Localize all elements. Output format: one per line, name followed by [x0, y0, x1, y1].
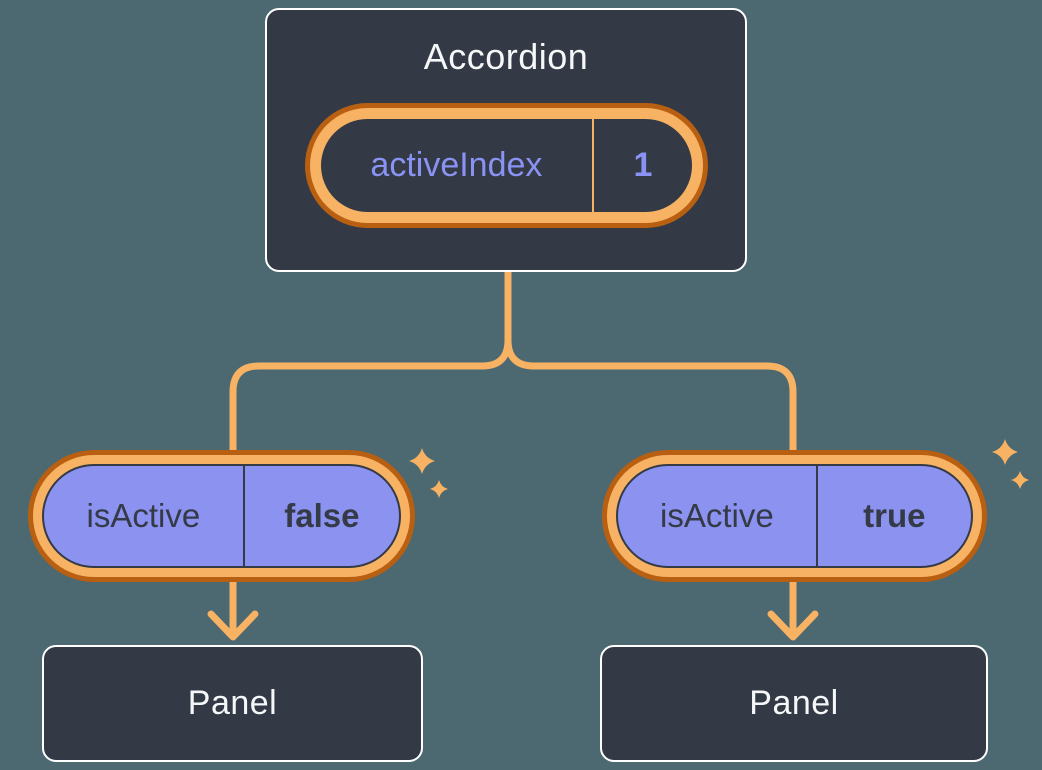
- panel-title: Panel: [187, 684, 278, 722]
- panel-title: Panel: [749, 684, 839, 722]
- sparkle-icon: [409, 448, 435, 474]
- prop-pill-ring: isActive true: [607, 455, 982, 577]
- tree-connector-left: [229, 267, 512, 456]
- state-pill-ring: activeIndex 1: [310, 108, 703, 223]
- sparkle-icon: [992, 439, 1018, 465]
- sparkle-icon: [1011, 471, 1029, 489]
- state-pill-body: activeIndex 1: [321, 119, 692, 212]
- prop-name: isActive: [86, 497, 201, 534]
- prop-pill-body: isActive false: [42, 464, 401, 568]
- prop-name: isActive: [659, 497, 774, 534]
- prop-value: true: [863, 497, 926, 534]
- tree-connector-right: [504, 336, 797, 456]
- prop-pill-isactive-false: isActive false: [28, 450, 415, 582]
- pill-divider: [815, 466, 818, 566]
- state-name: activeIndex: [370, 146, 543, 184]
- prop-pill-isactive-true: isActive true: [602, 450, 987, 582]
- state-pill-activeindex: activeIndex 1: [305, 103, 708, 228]
- panel-node-left: Panel: [42, 645, 423, 762]
- panel-node-right: Panel: [600, 645, 988, 762]
- sparkle-icon: [430, 480, 448, 498]
- prop-pill-body: isActive true: [616, 464, 973, 568]
- prop-value: false: [284, 497, 360, 534]
- accordion-title: Accordion: [423, 36, 589, 77]
- pill-divider: [242, 466, 245, 566]
- state-value: 1: [633, 146, 653, 184]
- prop-pill-ring: isActive false: [33, 455, 410, 577]
- pill-divider: [591, 119, 594, 212]
